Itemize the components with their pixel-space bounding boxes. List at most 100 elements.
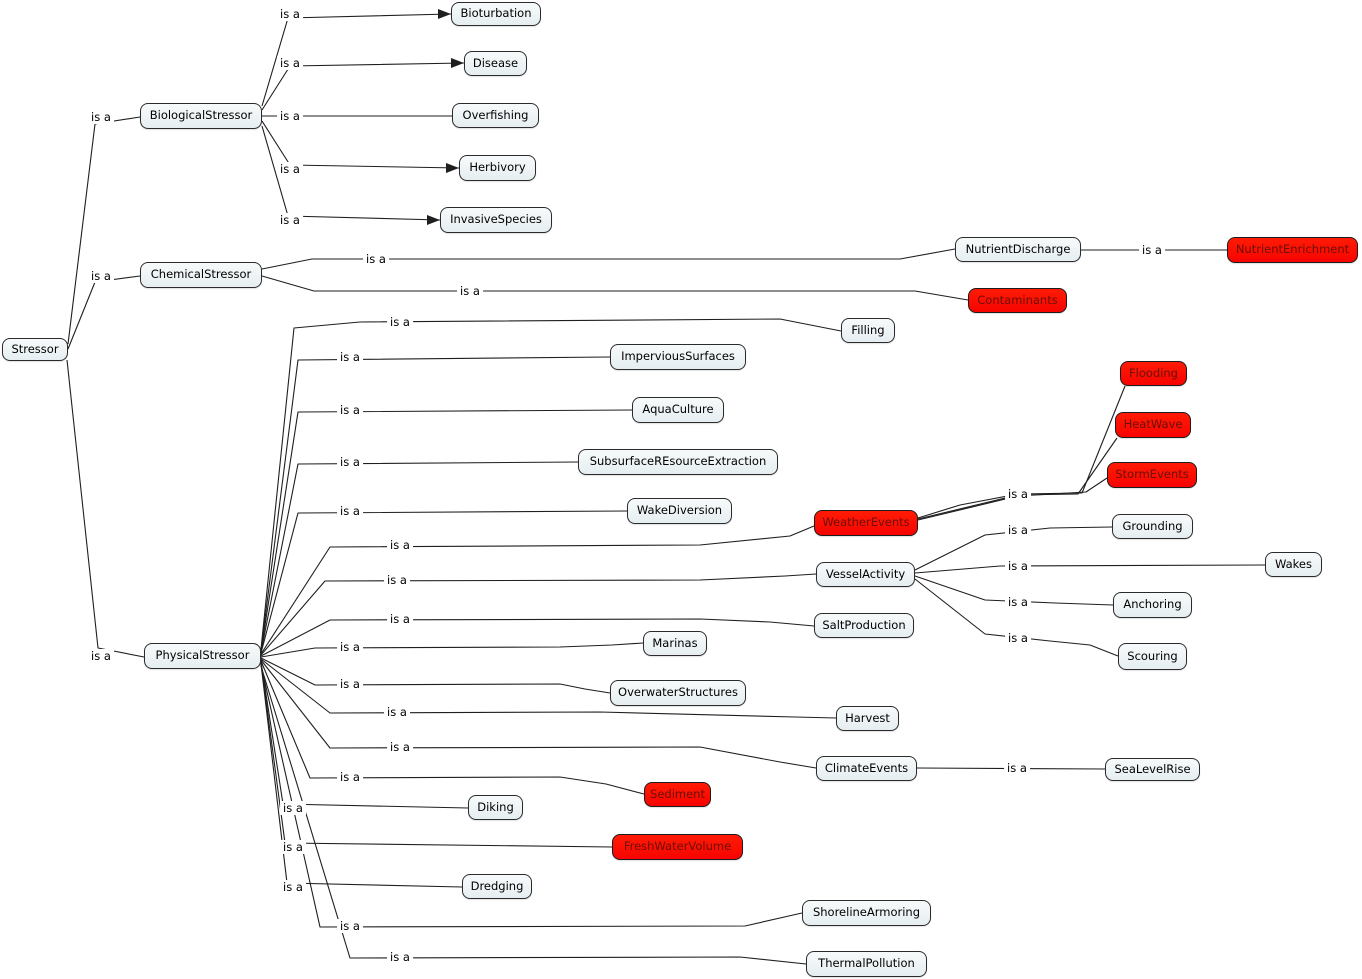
node-heat-wave[interactable]: HeatWave: [1115, 412, 1191, 438]
edge-label-is-a: is a: [88, 269, 114, 283]
edge-label-is-a: is a: [1005, 631, 1031, 645]
edge-chemical-stressor-to-nutrient-discharge: [261, 248, 956, 270]
edge-label-is-a: is a: [1005, 523, 1031, 537]
edge-stressor-to-physical-stressor: [66, 359, 145, 658]
node-diking[interactable]: Diking: [468, 795, 523, 820]
edge-label-is-a: is a: [1005, 559, 1031, 573]
edge-label-is-a: is a: [387, 538, 413, 552]
edge-label-is-a: is a: [1005, 487, 1031, 501]
node-filling[interactable]: Filling: [841, 318, 895, 343]
edge-physical-stressor-to-fresh-water-volume: [260, 662, 613, 848]
edge-physical-stressor-to-harvest: [260, 658, 837, 719]
edge-physical-stressor-to-vessel-activity: [260, 573, 817, 656]
edge-biological-stressor-to-disease: [261, 62, 465, 111]
edge-physical-stressor-to-filling: [260, 318, 842, 650]
edge-physical-stressor-to-shoreline-armoring: [260, 664, 803, 928]
edge-label-is-a: is a: [1005, 595, 1031, 609]
node-sediment[interactable]: Sediment: [644, 782, 711, 807]
edge-physical-stressor-to-weather-events: [260, 525, 815, 655]
node-contaminants[interactable]: Contaminants: [968, 288, 1067, 313]
node-fresh-water-volume[interactable]: FreshWaterVolume: [612, 834, 743, 860]
node-dredging[interactable]: Dredging: [462, 874, 532, 899]
node-subsurface-resource-extraction[interactable]: SubsurfaceREsourceExtraction: [578, 449, 778, 475]
arrowhead-icon: [446, 163, 459, 173]
node-bioturbation[interactable]: Bioturbation: [451, 2, 541, 26]
node-herbivory[interactable]: Herbivory: [459, 155, 536, 181]
edge-label-is-a: is a: [337, 919, 363, 933]
node-invasive-species[interactable]: InvasiveSpecies: [440, 207, 552, 233]
edge-chemical-stressor-to-contaminants: [261, 275, 969, 301]
node-flooding[interactable]: Flooding: [1120, 361, 1187, 386]
edge-label-is-a: is a: [277, 213, 303, 227]
edge-physical-stressor-to-sediment: [260, 660, 645, 795]
edge-label-is-a: is a: [363, 252, 389, 266]
edge-label-is-a: is a: [280, 880, 306, 894]
edge-label-is-a: is a: [384, 573, 410, 587]
edge-physical-stressor-to-aquaculture: [260, 409, 633, 652]
node-physical-stressor[interactable]: PhysicalStressor: [144, 643, 261, 669]
node-disease[interactable]: Disease: [464, 51, 527, 76]
node-climate-events[interactable]: ClimateEvents: [816, 756, 917, 781]
node-biological-stressor[interactable]: BiologicalStressor: [140, 103, 262, 129]
edge-physical-stressor-to-overwater-structures: [260, 657, 611, 694]
edge-label-is-a: is a: [277, 56, 303, 70]
arrowhead-icon: [451, 58, 464, 68]
node-salt-production[interactable]: SaltProduction: [814, 613, 914, 638]
node-storm-events[interactable]: StormEvents: [1107, 462, 1197, 488]
node-scouring[interactable]: Scouring: [1118, 643, 1187, 670]
edge-label-is-a: is a: [457, 284, 483, 298]
edge-physical-stressor-to-impervious-surfaces: [260, 356, 611, 651]
node-stressor[interactable]: Stressor: [2, 338, 68, 361]
node-grounding[interactable]: Grounding: [1112, 514, 1193, 539]
node-shoreline-armoring[interactable]: ShorelineArmoring: [802, 900, 931, 926]
node-nutrient-discharge[interactable]: NutrientDischarge: [955, 237, 1081, 262]
edge-label-is-a: is a: [1139, 243, 1165, 257]
edge-label-is-a: is a: [280, 801, 306, 815]
node-weather-events[interactable]: WeatherEvents: [814, 510, 918, 536]
edge-physical-stressor-to-salt-production: [260, 618, 815, 657]
edge-stressor-to-chemical-stressor: [67, 275, 141, 350]
node-chemical-stressor[interactable]: ChemicalStressor: [140, 262, 262, 288]
node-aquaculture[interactable]: AquaCulture: [632, 397, 724, 423]
arrowhead-icon: [427, 215, 440, 225]
edge-physical-stressor-to-marinas: [260, 642, 644, 658]
node-impervious-surfaces[interactable]: ImperviousSurfaces: [610, 344, 746, 370]
edge-physical-stressor-to-subsurface-resource-extraction: [260, 461, 579, 653]
node-sea-level-rise[interactable]: SeaLevelRise: [1105, 758, 1200, 781]
edge-label-is-a: is a: [337, 770, 363, 784]
edge-label-is-a: is a: [384, 705, 410, 719]
edge-label-is-a: is a: [387, 315, 413, 329]
edge-weather-events-to-storm-events: [917, 477, 1108, 521]
node-wakes[interactable]: Wakes: [1265, 552, 1322, 577]
edge-label-is-a: is a: [337, 504, 363, 518]
edge-label-is-a: is a: [1004, 761, 1030, 775]
edge-label-is-a: is a: [337, 403, 363, 417]
node-harvest[interactable]: Harvest: [836, 706, 899, 731]
edge-label-is-a: is a: [88, 110, 114, 124]
edge-label-is-a: is a: [337, 640, 363, 654]
edge-label-is-a: is a: [387, 950, 413, 964]
edge-label-is-a: is a: [337, 455, 363, 469]
edge-label-is-a: is a: [277, 109, 303, 123]
node-vessel-activity[interactable]: VesselActivity: [816, 562, 915, 587]
arrowhead-icon: [438, 9, 451, 19]
node-anchoring[interactable]: Anchoring: [1113, 592, 1192, 618]
edge-label-is-a: is a: [88, 649, 114, 663]
node-wake-diversion[interactable]: WakeDiversion: [627, 498, 732, 524]
edge-label-is-a: is a: [277, 162, 303, 176]
edge-biological-stressor-to-herbivory: [261, 120, 460, 169]
edge-stressor-to-biological-stressor: [67, 116, 141, 345]
edge-vessel-activity-to-scouring: [914, 578, 1119, 657]
node-marinas[interactable]: Marinas: [643, 631, 707, 656]
node-thermal-pollution[interactable]: ThermalPollution: [806, 951, 927, 977]
node-nutrient-enrichment[interactable]: NutrientEnrichment: [1227, 237, 1358, 263]
edge-physical-stressor-to-climate-events: [260, 659, 817, 769]
edge-vessel-activity-to-wakes: [914, 564, 1266, 574]
node-overwater-structures[interactable]: OverwaterStructures: [610, 680, 746, 706]
edge-label-is-a: is a: [280, 840, 306, 854]
node-overfishing[interactable]: Overfishing: [452, 103, 539, 128]
edge-physical-stressor-to-wake-diversion: [260, 510, 628, 654]
edge-weather-events-to-heat-wave: [917, 437, 1118, 520]
